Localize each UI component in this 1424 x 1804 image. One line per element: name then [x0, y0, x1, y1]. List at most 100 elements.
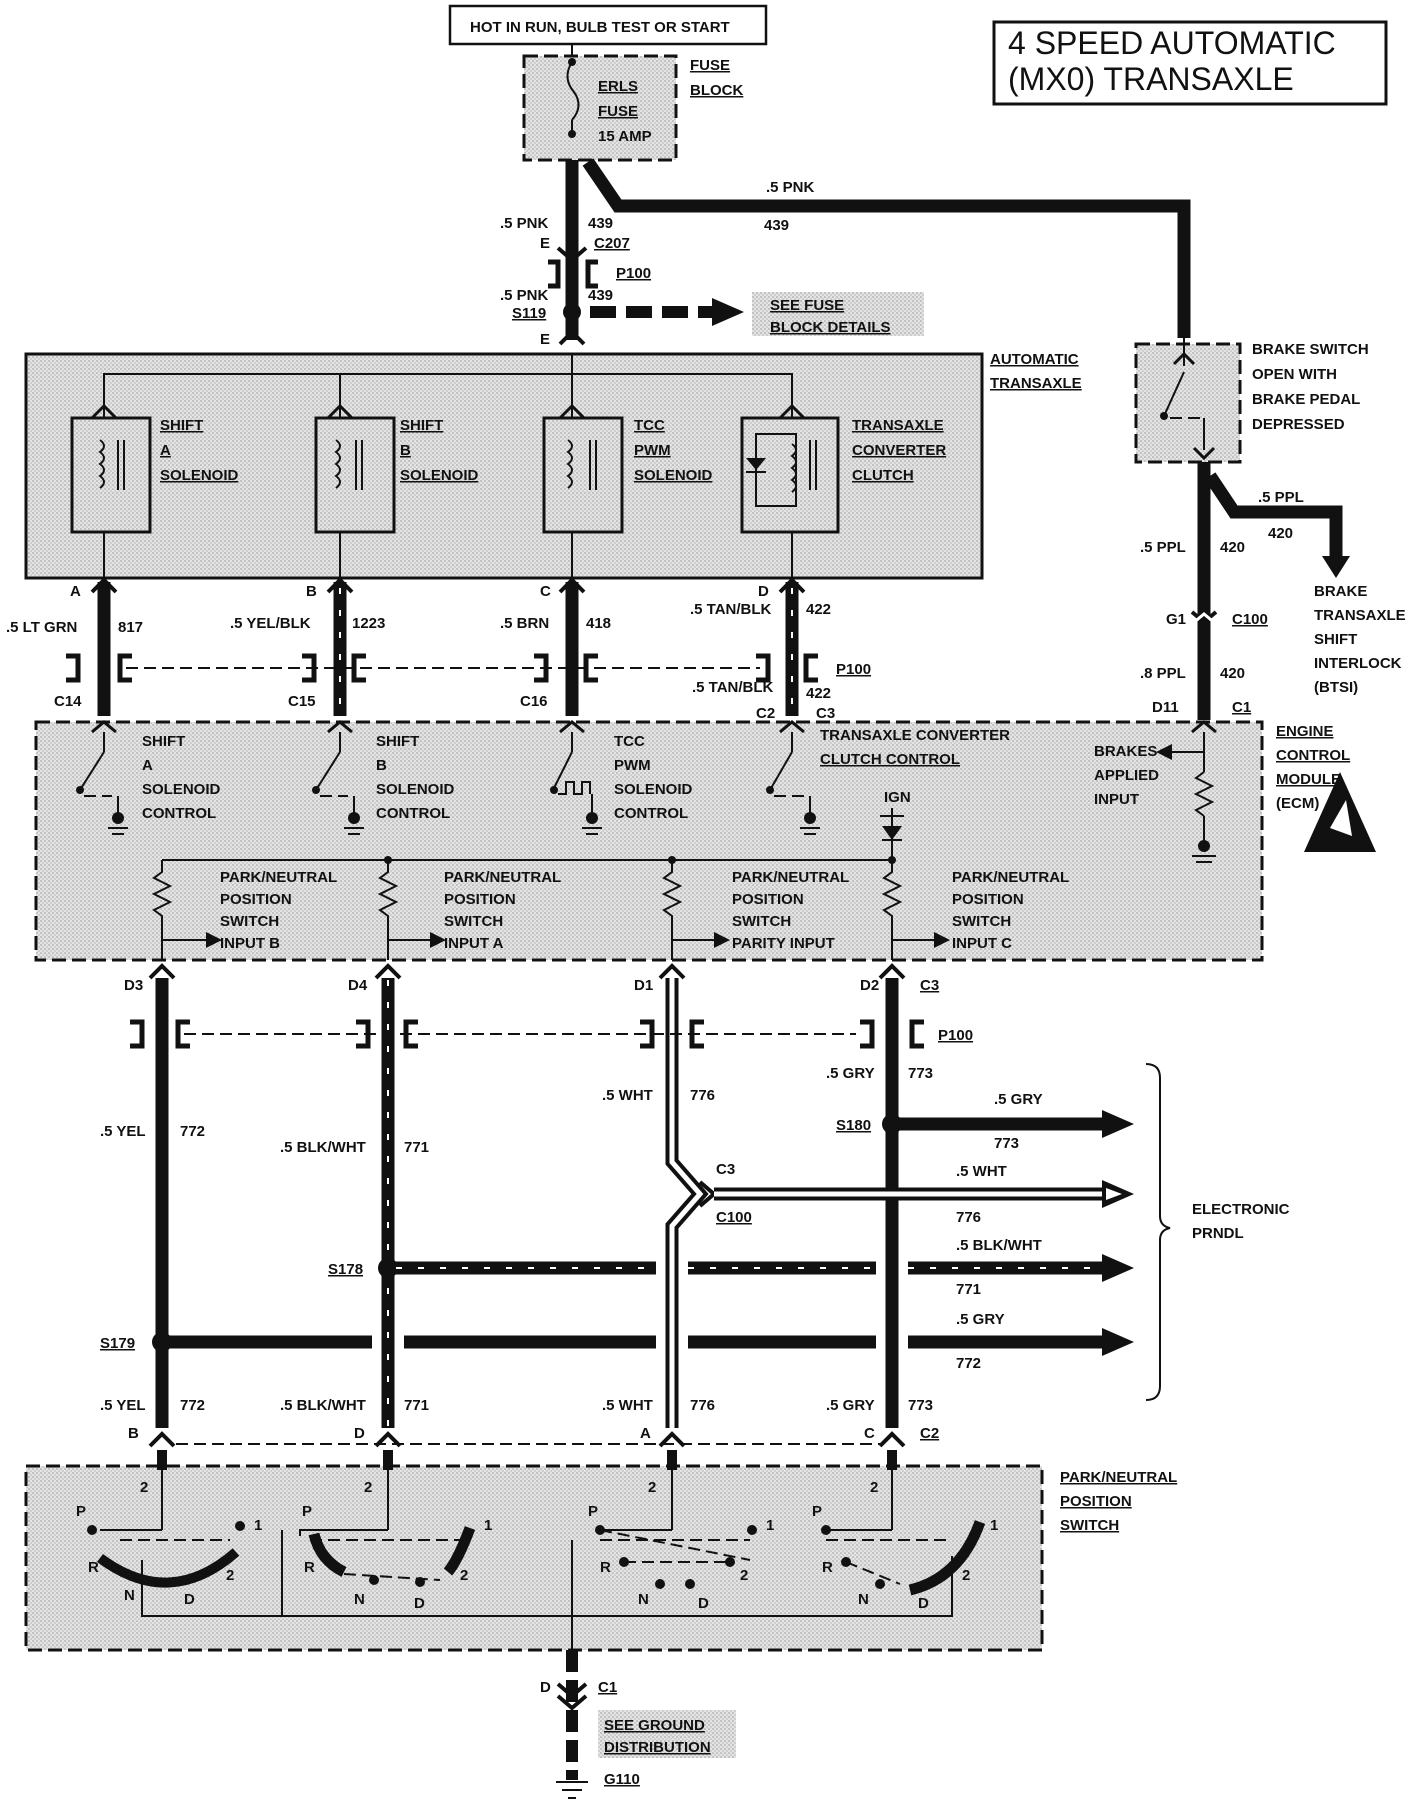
svg-text:.5 PPL: .5 PPL [1140, 539, 1186, 556]
svg-text:A: A [142, 757, 153, 774]
svg-text:C14: C14 [54, 693, 82, 710]
svg-text:INPUT A: INPUT A [444, 935, 504, 952]
pn-switch-section-2: 2 P R N D 1 2 [299, 1470, 492, 1612]
power-label: HOT IN RUN, BULB TEST OR START [448, 4, 768, 46]
svg-text:BRAKE: BRAKE [1314, 583, 1367, 600]
svg-text:C2: C2 [756, 705, 775, 722]
svg-text:2: 2 [364, 1479, 372, 1496]
svg-text:776: 776 [690, 1087, 715, 1104]
svg-text:SHIFT: SHIFT [1314, 631, 1357, 648]
svg-text:POSITION: POSITION [732, 891, 804, 908]
svg-text:SOLENOID: SOLENOID [400, 467, 479, 484]
svg-text:DEPRESSED: DEPRESSED [1252, 416, 1345, 433]
svg-text:P100: P100 [938, 1027, 973, 1044]
svg-text:PARK/NEUTRAL: PARK/NEUTRAL [952, 869, 1069, 886]
svg-text:771: 771 [404, 1397, 429, 1414]
svg-text:C100: C100 [716, 1209, 752, 1226]
svg-text:SOLENOID: SOLENOID [376, 781, 455, 798]
svg-text:TCC: TCC [634, 417, 665, 434]
svg-text:BRAKES: BRAKES [1094, 743, 1157, 760]
svg-text:SWITCH: SWITCH [732, 913, 791, 930]
svg-text:418: 418 [586, 615, 611, 632]
svg-text:773: 773 [994, 1135, 1019, 1152]
svg-text:(ECM): (ECM) [1276, 795, 1319, 812]
svg-text:2: 2 [962, 1567, 970, 1584]
svg-text:SWITCH: SWITCH [220, 913, 279, 930]
svg-text:772: 772 [180, 1397, 205, 1414]
svg-text:1: 1 [484, 1517, 492, 1534]
fuse-name-line-2: FUSE [598, 103, 638, 120]
svg-text:TRANSAXLE: TRANSAXLE [852, 417, 944, 434]
fuse-block: ERLS FUSE 15 AMP FUSE BLOCK [522, 54, 743, 162]
svg-text:776: 776 [690, 1397, 715, 1414]
svg-text:CONTROL: CONTROL [1276, 747, 1350, 764]
fuse-rating: 15 AMP [598, 128, 652, 145]
svg-text:B: B [306, 583, 317, 600]
svg-text:A: A [70, 583, 81, 600]
svg-text:PARK/NEUTRAL: PARK/NEUTRAL [444, 869, 561, 886]
svg-text:P: P [588, 1503, 598, 1520]
svg-text:776: 776 [956, 1209, 981, 1226]
svg-text:CONTROL: CONTROL [376, 805, 450, 822]
svg-text:R: R [600, 1559, 611, 1576]
svg-text:PARITY INPUT: PARITY INPUT [732, 935, 835, 952]
svg-text:C: C [540, 583, 551, 600]
svg-text:E: E [540, 235, 550, 252]
svg-text:B: B [376, 757, 387, 774]
automatic-transaxle: AUTOMATIC TRANSAXLE SHIFT A SOLENOID SHI… [24, 351, 1082, 580]
svg-text:C: C [864, 1425, 875, 1442]
svg-text:1: 1 [766, 1517, 774, 1534]
ground-icon [556, 1781, 588, 1799]
shift-b-solenoid: SHIFT B SOLENOID [314, 374, 479, 578]
svg-text:D: D [414, 1595, 425, 1612]
svg-text:.5 GRY: .5 GRY [826, 1065, 875, 1082]
svg-text:C2: C2 [920, 1425, 939, 1442]
svg-text:.5 BLK/WHT: .5 BLK/WHT [280, 1139, 366, 1156]
svg-text:C100: C100 [1232, 611, 1268, 628]
svg-text:N: N [354, 1591, 365, 1608]
svg-text:A: A [160, 442, 171, 459]
svg-text:439: 439 [588, 287, 613, 304]
shift-a-control: SHIFT A SOLENOID CONTROL [76, 720, 221, 835]
svg-text:TRANSAXLE: TRANSAXLE [1314, 607, 1406, 624]
pn-switch-section-3: 2 P R N D 1 2 [588, 1470, 774, 1612]
title-line-2: (MX0) TRANSAXLE [1008, 61, 1294, 97]
svg-text:S180: S180 [836, 1117, 871, 1134]
svg-text:2: 2 [740, 1567, 748, 1584]
svg-text:SOLENOID: SOLENOID [614, 781, 693, 798]
svg-text:422: 422 [806, 601, 831, 618]
svg-text:PARK/NEUTRAL: PARK/NEUTRAL [732, 869, 849, 886]
svg-text:2: 2 [870, 1479, 878, 1496]
svg-text:BLOCK DETAILS: BLOCK DETAILS [770, 319, 891, 336]
svg-text:.5 GRY: .5 GRY [826, 1397, 875, 1414]
svg-text:B: B [400, 442, 411, 459]
svg-text:420: 420 [1268, 525, 1293, 542]
svg-text:CONTROL: CONTROL [614, 805, 688, 822]
svg-text:771: 771 [404, 1139, 429, 1156]
svg-text:G110: G110 [604, 1771, 640, 1788]
transaxle-converter-clutch: TRANSAXLE CONVERTER CLUTCH [740, 374, 946, 578]
svg-text:CONTROL: CONTROL [142, 805, 216, 822]
svg-text:.5 TAN/BLK: .5 TAN/BLK [692, 679, 774, 696]
svg-text:772: 772 [956, 1355, 981, 1372]
svg-text:439: 439 [764, 217, 789, 234]
svg-text:SHIFT: SHIFT [160, 417, 203, 434]
svg-text:.5 YEL: .5 YEL [100, 1397, 146, 1414]
svg-text:.5 GRY: .5 GRY [994, 1091, 1043, 1108]
svg-text:APPLIED: APPLIED [1094, 767, 1159, 784]
svg-text:.5 PNK: .5 PNK [500, 215, 549, 232]
svg-text:D1: D1 [634, 977, 653, 994]
svg-text:ELECTRONIC: ELECTRONIC [1192, 1201, 1290, 1218]
svg-text:771: 771 [956, 1281, 981, 1298]
svg-text:CONVERTER: CONVERTER [852, 442, 946, 459]
svg-text:.5 WHT: .5 WHT [602, 1397, 653, 1414]
svg-text:A: A [640, 1425, 651, 1442]
svg-text:TRANSAXLE: TRANSAXLE [990, 375, 1082, 392]
svg-text:PWM: PWM [614, 757, 651, 774]
svg-text:CLUTCH CONTROL: CLUTCH CONTROL [820, 751, 960, 768]
svg-text:2: 2 [460, 1567, 468, 1584]
solenoid-wires: A .5 LT GRN 817 C14 B .5 YEL/BLK 1223 C1… [6, 577, 871, 722]
svg-text:INPUT B: INPUT B [220, 935, 280, 952]
svg-text:773: 773 [908, 1397, 933, 1414]
